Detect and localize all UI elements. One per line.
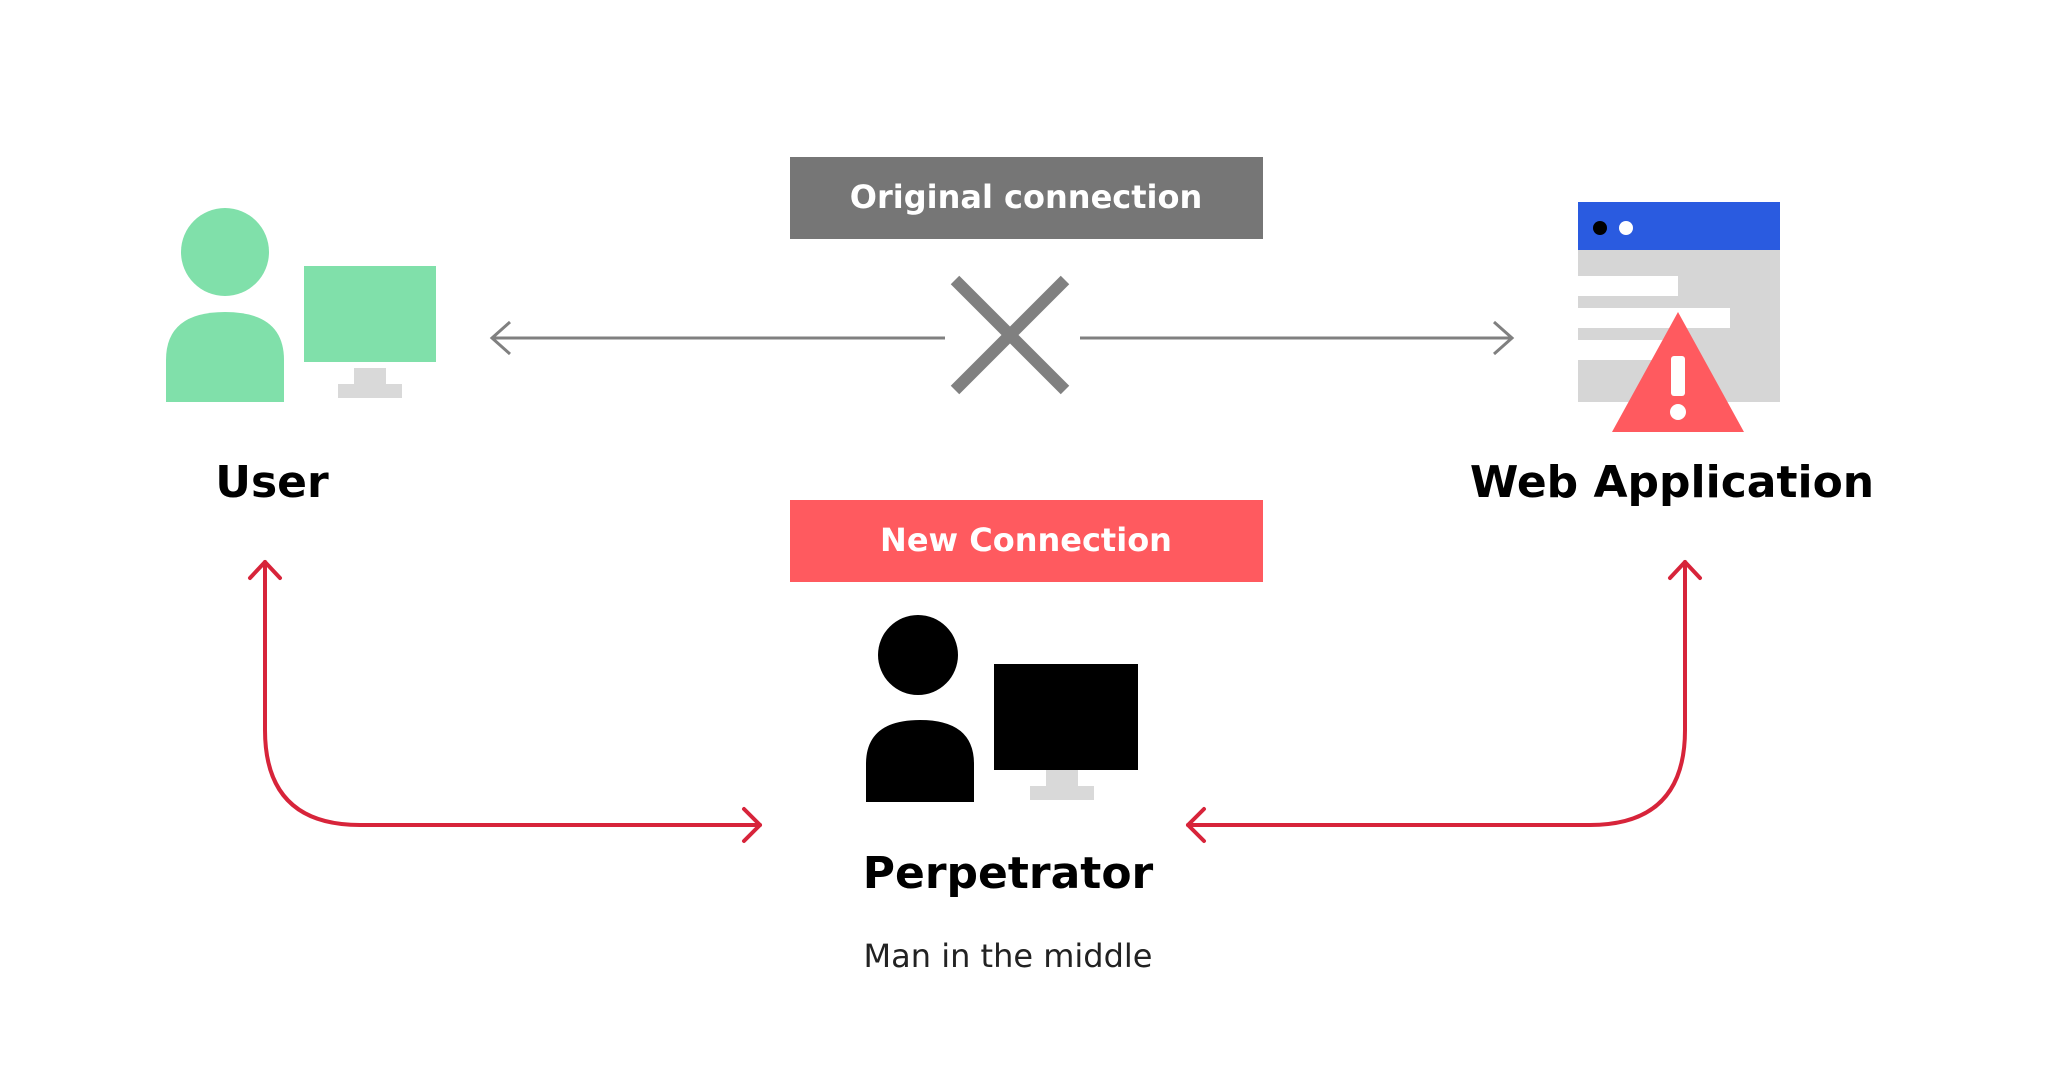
attack-connection-arrows (248, 560, 1702, 843)
web-application-label: Web Application (1470, 457, 1874, 508)
x-mark-icon (950, 275, 1070, 395)
browser-window-warning-icon (1578, 202, 1780, 432)
perpetrator-subtitle: Man in the middle (864, 937, 1153, 975)
original-connection-label: Original connection (850, 178, 1203, 216)
perpetrator-label: Perpetrator (863, 848, 1154, 899)
original-connection-arrows (489, 320, 1515, 356)
new-connection-label: New Connection (880, 521, 1172, 559)
webapp-to-perpetrator-arrow (1186, 560, 1687, 827)
original-connection-banner: Original connection (790, 157, 1263, 239)
new-connection-banner: New Connection (790, 500, 1263, 582)
attacker-with-monitor-icon (866, 615, 1138, 802)
user-label: User (215, 457, 329, 508)
user-to-perpetrator-arrow (263, 560, 762, 827)
user-with-monitor-icon (166, 208, 436, 402)
